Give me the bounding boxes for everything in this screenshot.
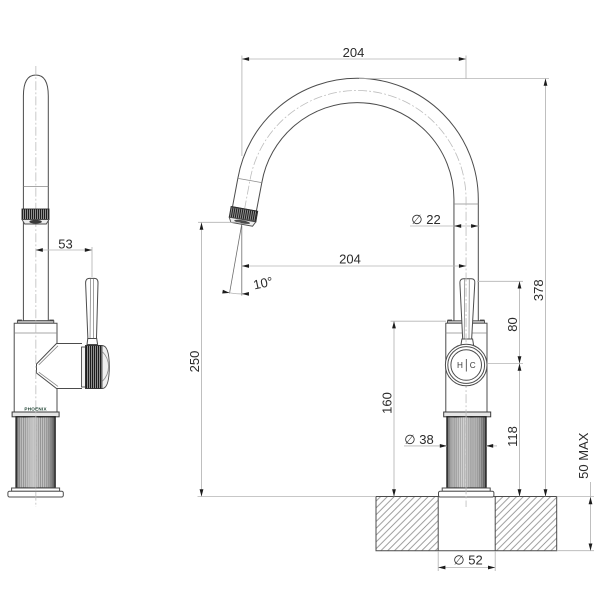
side-boss-inner-lines [38, 345, 59, 387]
side-dial-washer [81, 346, 86, 388]
front-flange [443, 411, 492, 418]
dim-handle-height-label: 80 [505, 317, 520, 331]
side-lever-joint [86, 338, 99, 345]
side-aerator-knurl [21, 208, 50, 220]
dim-bench-thickness: 50 MAX [556, 432, 594, 552]
dim-bench-thickness-label: 50 MAX [576, 432, 591, 479]
dim-body-height-label: 160 [380, 392, 395, 414]
dim-top-reach: 204 [241, 45, 467, 156]
side-dial-cap-face [101, 351, 109, 382]
side-dial-knurl [85, 345, 103, 389]
dim-spout-diameter: ∅ 22 [410, 212, 480, 228]
angle-arrow-left [222, 289, 230, 295]
dim-body-height: 160 [380, 320, 446, 497]
side-boss-outline [36, 343, 82, 389]
dim-spout-height-label: 250 [187, 351, 202, 373]
dim-hole-diameter: ∅ 52 [437, 551, 496, 571]
dial-middle-ring [447, 346, 486, 384]
dim-handle-offset-label: 53 [58, 236, 72, 251]
dial-face [450, 349, 483, 381]
side-aerator [21, 208, 50, 225]
side-view [7, 74, 110, 498]
spout-transition-line [237, 177, 262, 183]
side-lever [85, 277, 99, 342]
angle-construction: 10° [222, 224, 274, 296]
dial-hot-label: H [457, 361, 463, 370]
dim-body-diameter-label: ∅ 38 [404, 432, 433, 447]
dim-mixer-height-label: 118 [505, 426, 520, 447]
dim-reach-label: 204 [339, 252, 361, 267]
front-aerator-outlet [234, 219, 251, 224]
spout-axis-extension [229, 224, 243, 294]
front-lever-facets [463, 279, 470, 342]
side-dial-cap [101, 345, 110, 389]
bench-hatch-right [495, 496, 557, 551]
side-spout-tube [22, 74, 49, 322]
bench-hatch-left [376, 496, 439, 551]
dim-body-diameter: ∅ 38 [404, 432, 497, 448]
angle-arrow-right [241, 292, 249, 296]
side-aerator-outlet [29, 219, 42, 224]
front-lever [459, 278, 476, 342]
centerlines [35, 66, 467, 507]
dim-handle-offset: 53 [35, 236, 93, 277]
dial-cold-label: C [470, 361, 476, 370]
dim-hole-diameter-label: ∅ 52 [453, 553, 482, 568]
bench-section [375, 496, 558, 552]
dim-top-reach-label: 204 [343, 45, 365, 60]
dim-overall-height-label: 378 [531, 279, 546, 301]
dim-spout-height: 250 [187, 221, 376, 497]
brand-logo: PHOENIX [24, 407, 47, 412]
dim-overall-height: 378 [359, 78, 549, 497]
side-lever-facets [89, 278, 94, 342]
dim-mixer-height: 118 [505, 363, 522, 497]
angle-label: 10° [252, 274, 274, 293]
mixer-dial: H C [444, 343, 488, 387]
dim-handle-height: 80 [477, 280, 523, 497]
front-ribbed-shading [447, 416, 486, 488]
front-view-centerline [241, 90, 467, 507]
front-aerator [228, 206, 259, 227]
dim-reach: 204 [241, 252, 467, 268]
dim-spout-diameter-label: ∅ 22 [411, 212, 440, 227]
